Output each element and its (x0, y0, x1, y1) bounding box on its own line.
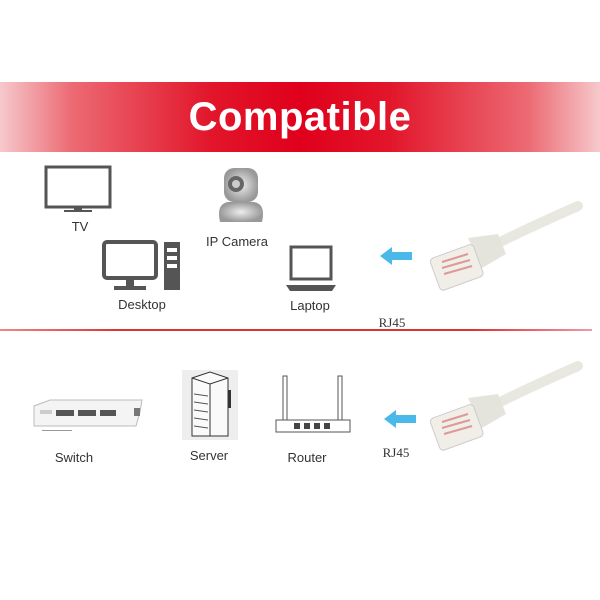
router-icon (275, 375, 351, 433)
tv-label: TV (71, 219, 89, 234)
rj45-cable-icon (429, 361, 583, 451)
ip-camera-icon (219, 168, 263, 222)
server-label: Server (189, 448, 229, 463)
tv-icon (44, 165, 112, 212)
rj45-label: RJ45 (382, 445, 410, 460)
compatible-banner: Compatible (0, 82, 600, 152)
rj45-cable-icon (429, 201, 583, 291)
switch-icon (33, 399, 143, 431)
router-label: Router (287, 450, 327, 465)
ip-camera-label: IP Camera (206, 234, 268, 249)
server-icon (182, 370, 238, 440)
rj45-label: RJ45 (378, 315, 406, 330)
laptop-icon (286, 245, 336, 291)
arrow-left-icon (384, 410, 416, 428)
arrow-left-icon (380, 247, 412, 265)
banner-title: Compatible (188, 94, 412, 139)
desktop-icon (102, 240, 180, 290)
section-divider (0, 329, 592, 331)
laptop-label: Laptop (290, 298, 330, 313)
switch-label: Switch (54, 450, 94, 465)
desktop-label: Desktop (118, 297, 166, 312)
